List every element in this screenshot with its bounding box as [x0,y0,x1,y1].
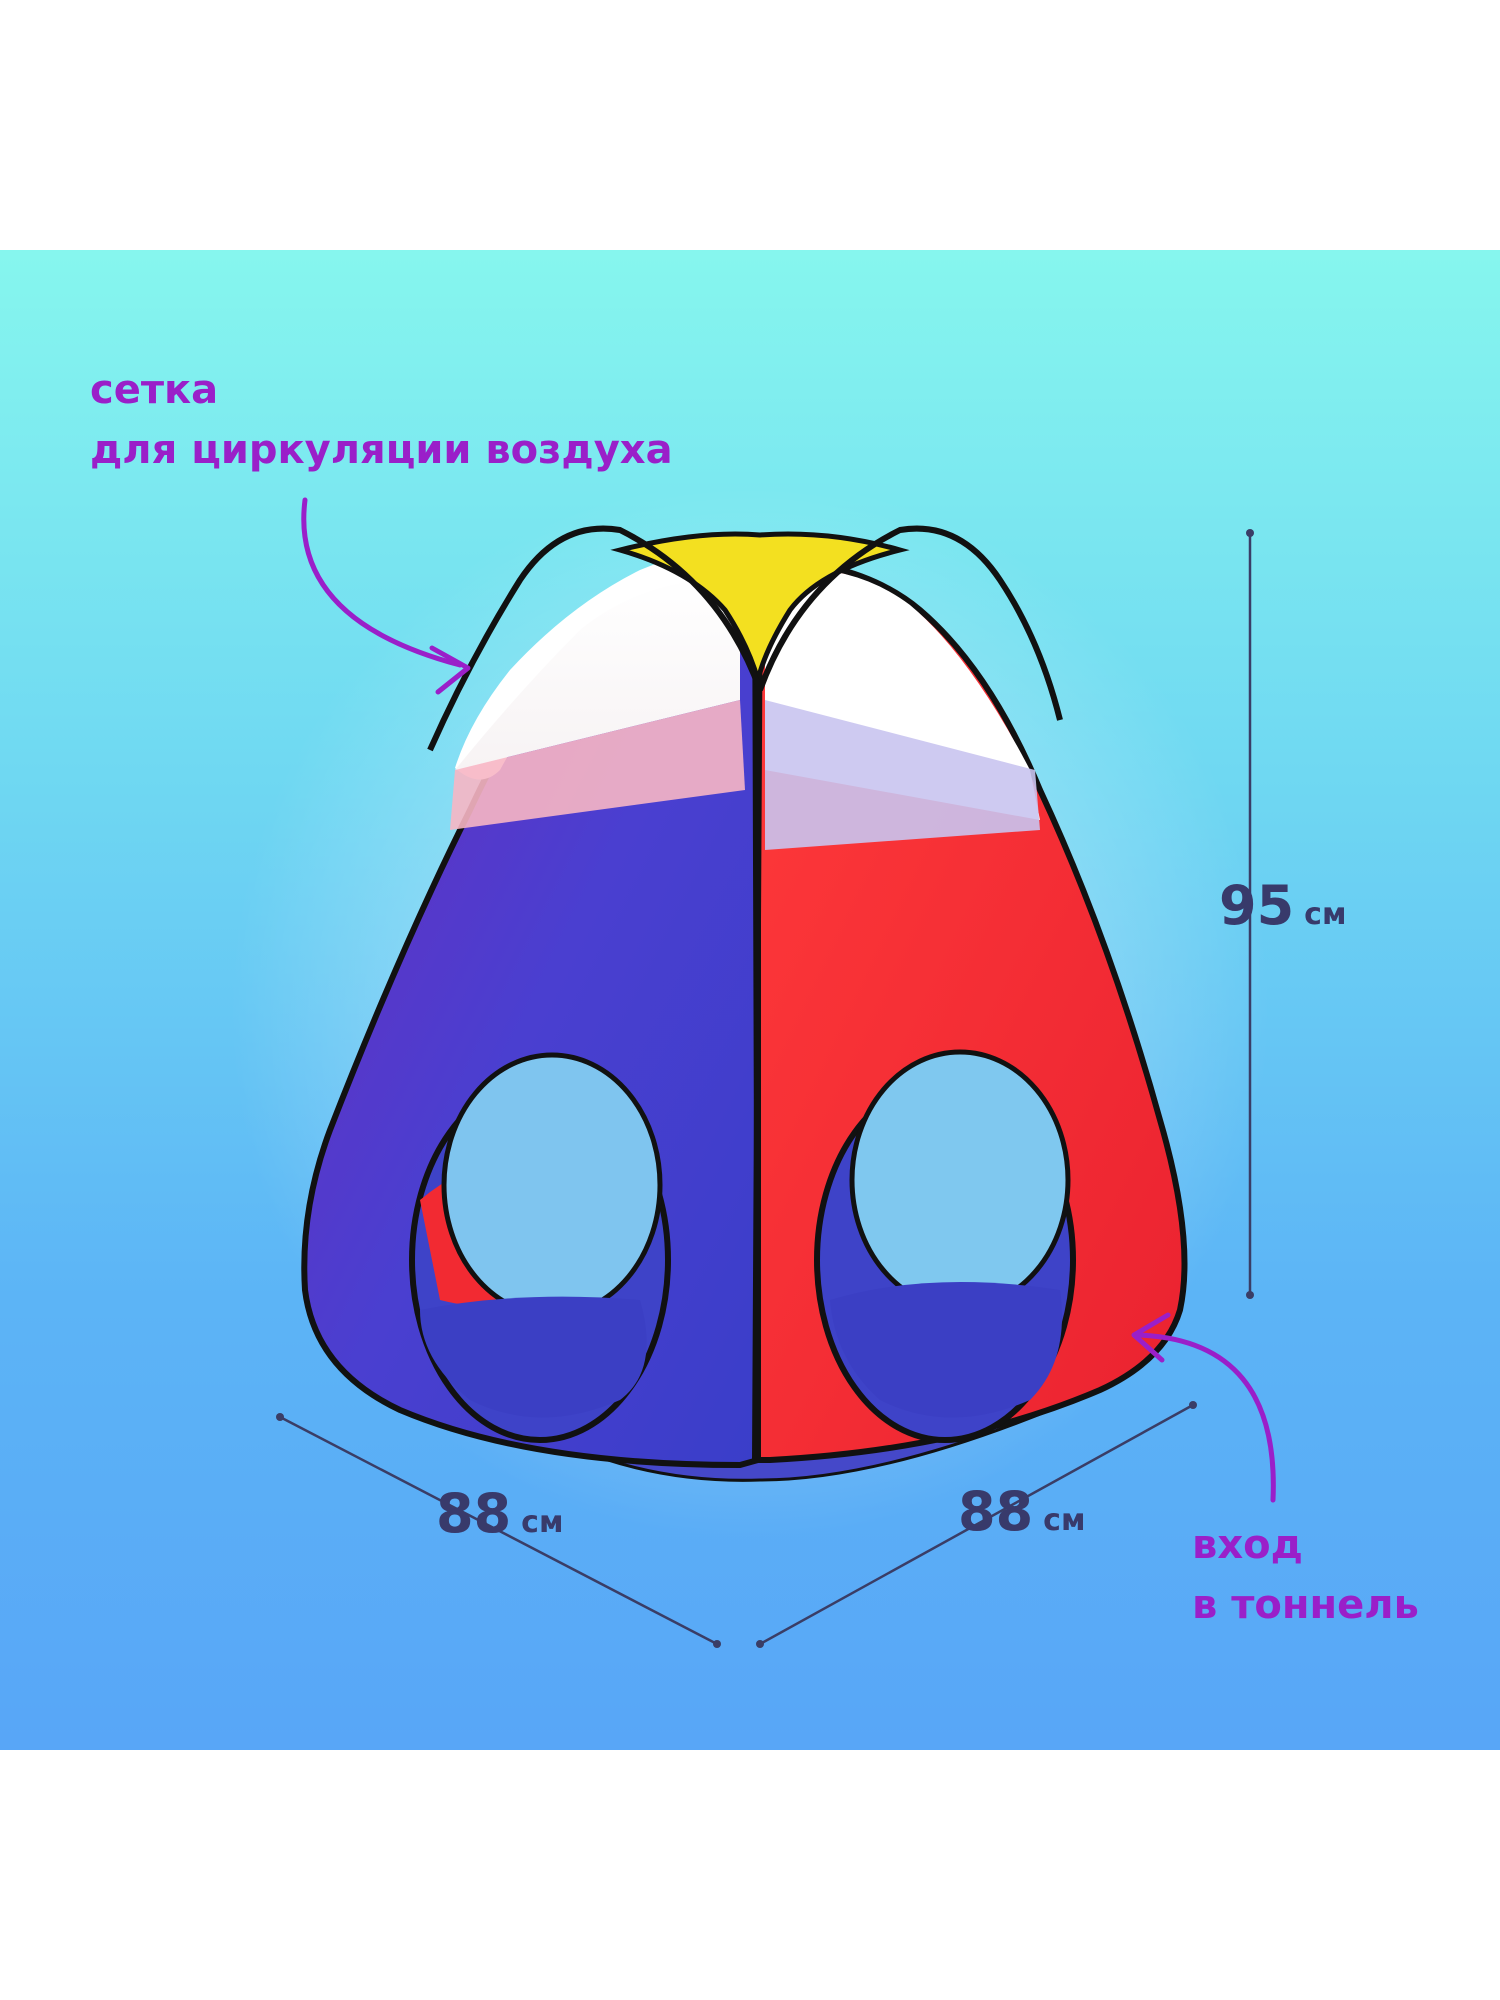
width-left-dimension-label: 88 см [430,1478,569,1549]
height-unit: см [1304,897,1347,932]
width-right-dimension-label: 88 см [952,1476,1091,1547]
tent-frame-right [757,525,1063,721]
tunnel-callout-line2: в тоннель [1192,1582,1419,1628]
tunnel-callout-label: вход в тоннель [1192,1515,1419,1635]
width-right-value: 88 [958,1480,1034,1543]
tent-top-cap [610,531,910,690]
mesh-callout-arrow [301,497,463,668]
mesh-callout-line1: сетка [90,367,219,413]
mesh-lavender-band [765,700,1040,850]
width-right-dimension-line [759,1403,1194,1646]
tunnel-callout-arrow [1135,1332,1276,1503]
height-dimension-label: 95 см [1213,870,1352,941]
tunnel-floor-left [420,1296,647,1418]
width-left-unit: см [521,1505,564,1540]
tunnel-floor-right [830,1282,1062,1418]
tunnel-arrowhead-icon [1131,1312,1171,1363]
tunnel-callout-line1: вход [1192,1522,1303,1568]
tunnel-hole-left [441,1052,663,1318]
width-left-dimension-line [279,1415,718,1646]
mesh-window-left-lower [455,575,740,770]
tent-illustration [276,497,1276,1648]
width-right-unit: см [1043,1503,1086,1538]
mesh-callout-label: сетка для циркуляции воздуха [90,360,673,480]
mesh-arrowhead-icon [429,645,471,695]
mesh-pink-band [450,700,745,830]
tunnel-hole-right [849,1049,1071,1311]
tent-frame-left [427,525,763,752]
mesh-callout-line2: для циркуляции воздуха [90,427,673,473]
width-left-value: 88 [436,1482,512,1545]
product-banner: сетка для циркуляции воздуха вход в тонн… [0,250,1500,1750]
height-value: 95 [1219,874,1295,937]
